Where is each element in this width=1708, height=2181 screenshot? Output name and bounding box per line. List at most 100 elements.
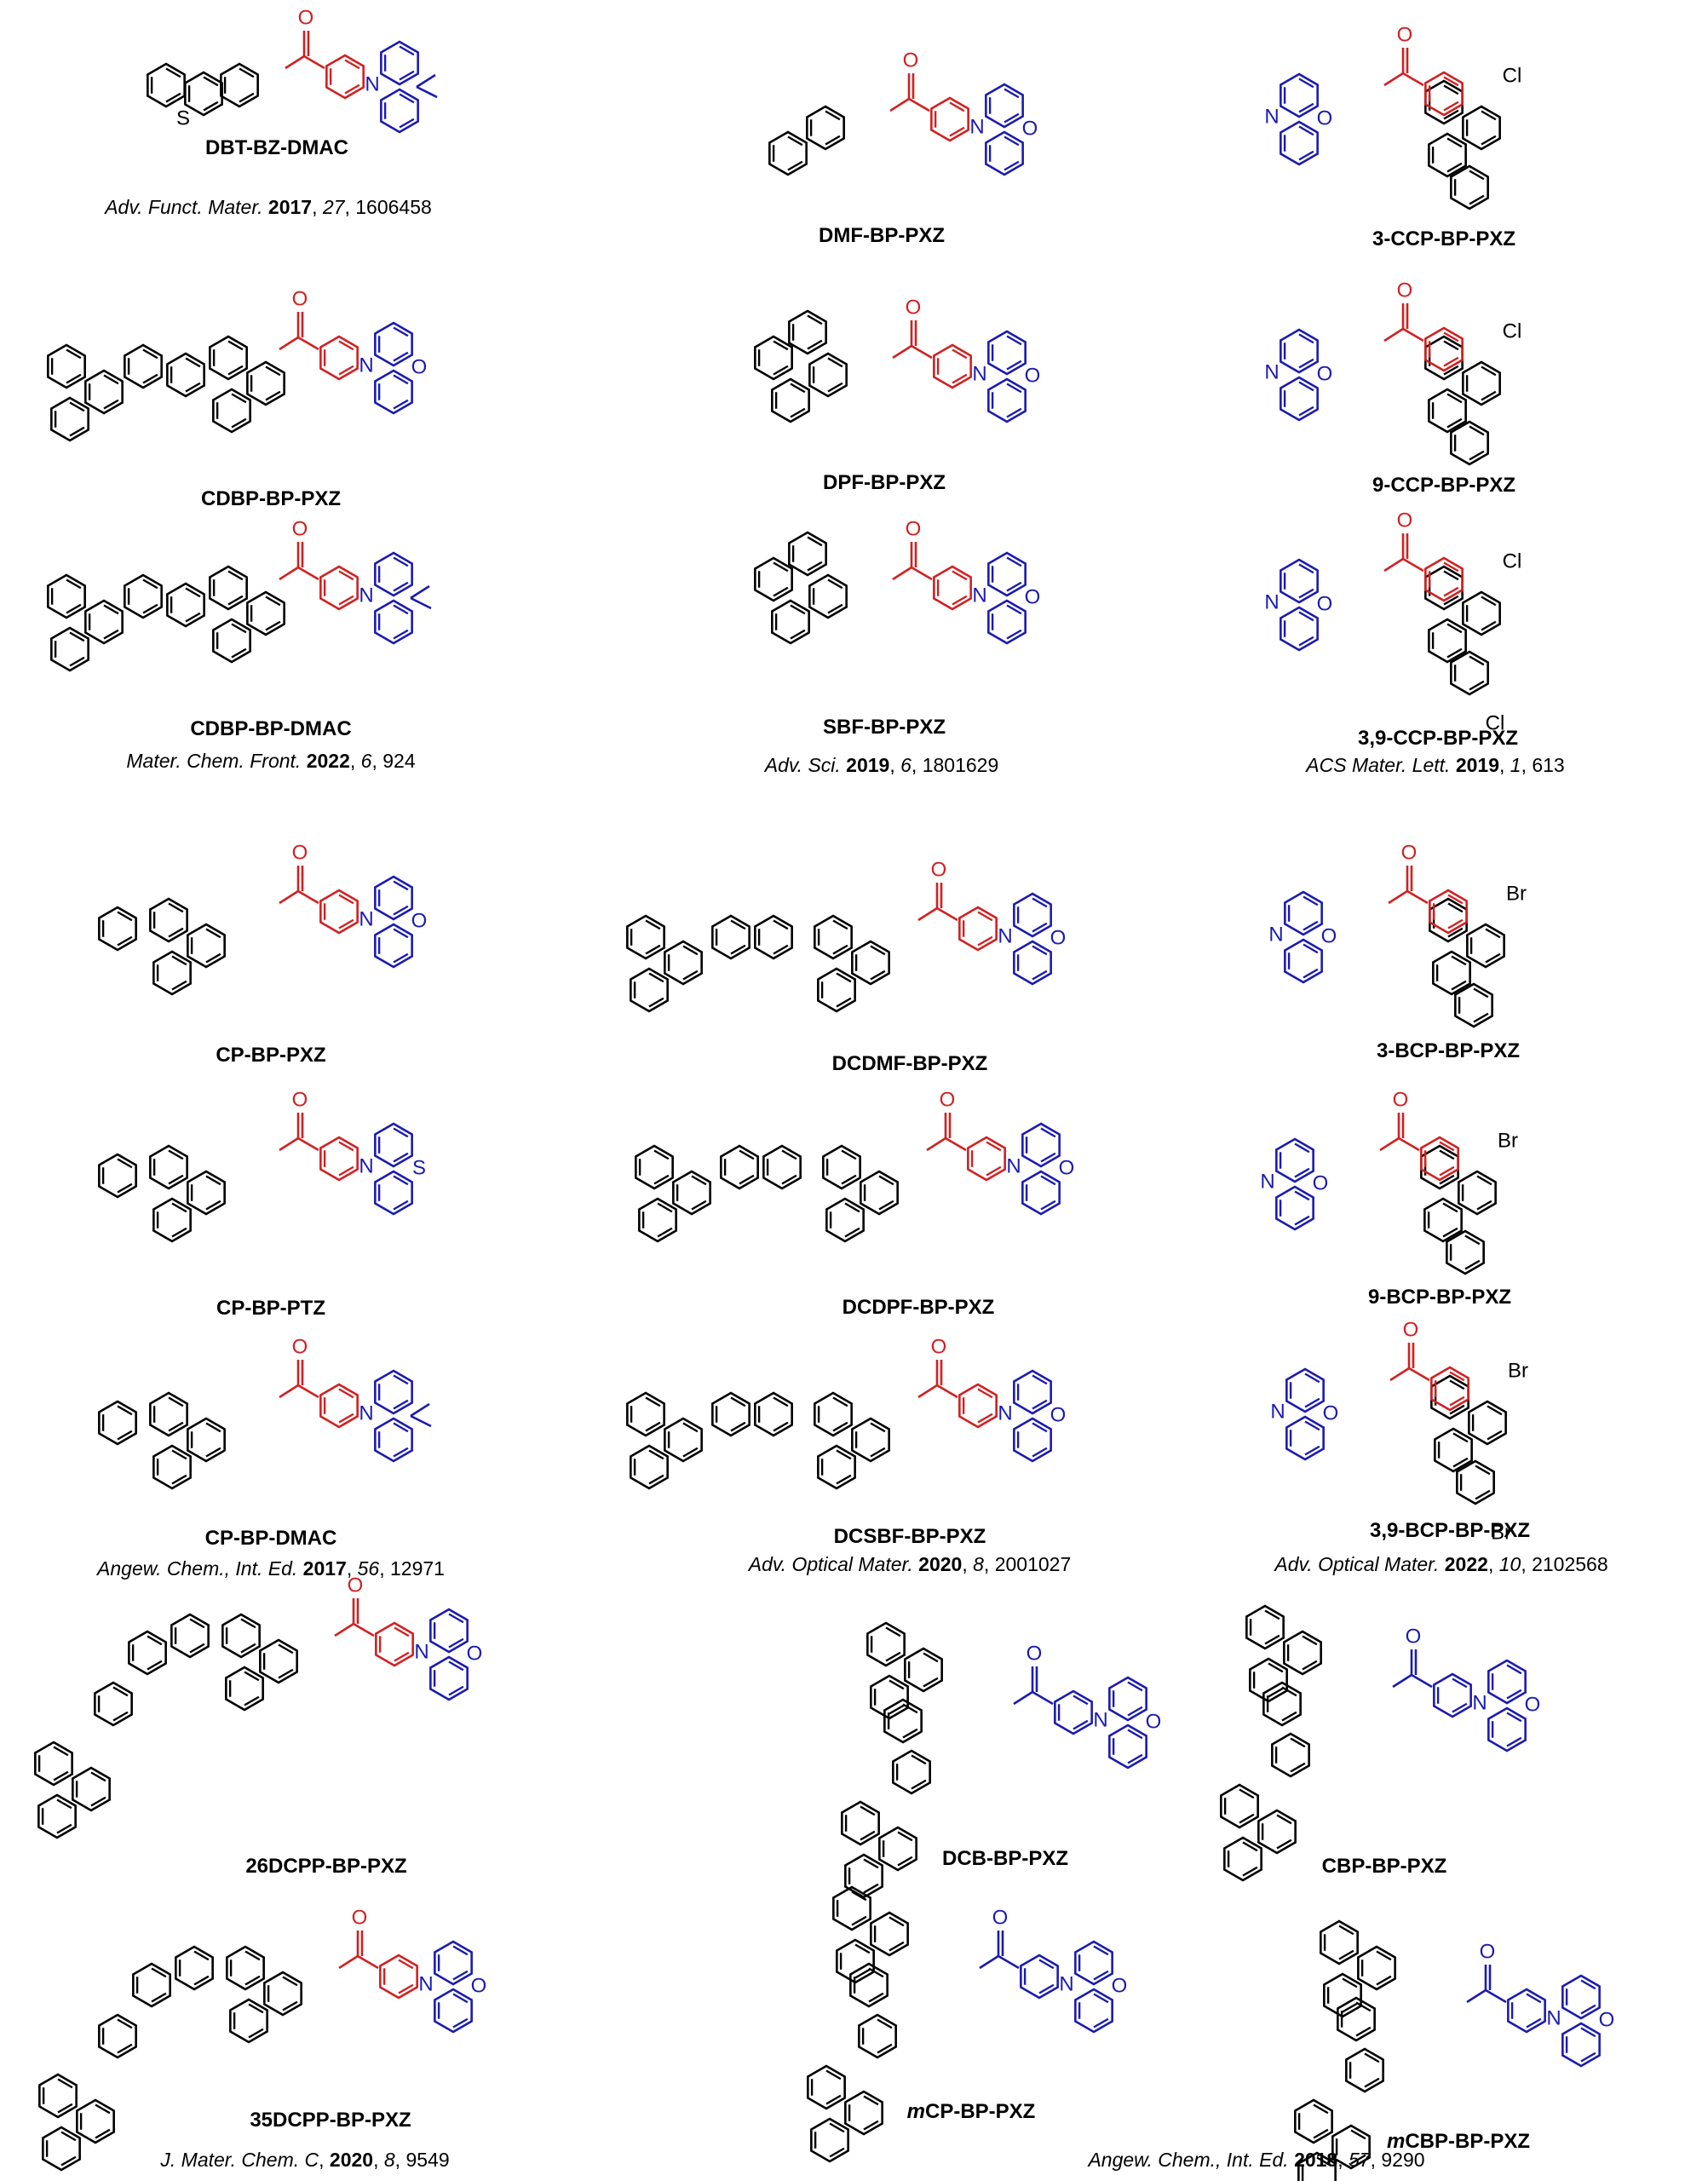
double-bond xyxy=(1449,1404,1465,1415)
double-bond xyxy=(227,365,244,376)
double-bond xyxy=(1443,570,1459,581)
double-bond xyxy=(1294,1215,1310,1226)
double-bond xyxy=(1452,1677,1468,1689)
double-bond xyxy=(1469,425,1485,436)
double-bond xyxy=(1302,1660,1318,1671)
benzene-ring xyxy=(379,1954,418,2000)
double-bond xyxy=(682,945,699,956)
double-bond xyxy=(682,970,699,981)
atom-label: Cl xyxy=(1503,319,1522,342)
double-bond xyxy=(1446,137,1463,148)
double-bond xyxy=(1443,331,1459,342)
year: 2019 xyxy=(846,754,890,776)
benzene-ring xyxy=(987,330,1027,376)
double-bond xyxy=(885,1651,901,1662)
benzene-ring xyxy=(1446,1229,1485,1275)
bond xyxy=(1383,72,1404,87)
benzene-ring xyxy=(149,1144,188,1190)
double-bond xyxy=(1580,2004,1596,2015)
benzene-ring xyxy=(630,967,669,1013)
atom-label: O xyxy=(931,858,947,881)
benzene-ring xyxy=(1271,1732,1310,1778)
double-bond xyxy=(147,1660,163,1671)
double-bond xyxy=(1475,1465,1491,1476)
benzene-ring xyxy=(375,1621,414,1667)
double-bond xyxy=(393,1200,409,1211)
double-bond xyxy=(151,1992,167,2003)
compound-label: 3,9-CCP-BP-PXZ xyxy=(1357,727,1519,750)
double-bond xyxy=(691,1175,707,1186)
compound-label: CDBP-BP-DMAC xyxy=(190,717,352,740)
benzene-ring xyxy=(1074,1940,1113,1986)
atom-label: Br xyxy=(1498,1129,1518,1152)
reference-citation: Adv. Funct. Mater. 2017, 27, 1606458 xyxy=(105,196,432,218)
double-bond xyxy=(117,1405,133,1416)
double-bond xyxy=(1580,2052,1596,2063)
benzene-ring xyxy=(42,2126,81,2172)
atom-label: N xyxy=(359,1154,373,1177)
double-bond xyxy=(1469,450,1485,461)
double-bond xyxy=(1298,611,1314,622)
atom-label: O xyxy=(1317,362,1333,385)
double-bond xyxy=(836,972,852,983)
double-bond xyxy=(1006,407,1022,418)
bond xyxy=(410,1414,432,1428)
double-bond xyxy=(1451,955,1467,966)
double-bond xyxy=(1268,1687,1284,1698)
benzene-ring xyxy=(664,940,703,986)
bond xyxy=(279,889,299,905)
double-bond xyxy=(1443,340,1459,351)
double-bond xyxy=(1004,88,1020,99)
double-bond xyxy=(1006,581,1022,592)
compound-label: 3,9-BCP-BP-PXZ xyxy=(1369,1519,1531,1542)
benzene-ring xyxy=(429,1655,469,1701)
double-bond xyxy=(860,1830,876,1841)
double-bond xyxy=(193,1950,210,1961)
double-bond xyxy=(825,2069,842,2080)
double-bond xyxy=(1040,1152,1056,1163)
double-bond xyxy=(645,1421,661,1432)
compound-label: DCSBF-BP-PXZ xyxy=(833,1525,986,1548)
benzene-ring xyxy=(933,343,972,389)
benzene-ring xyxy=(1337,1996,1376,2042)
compound-label: 3-CCP-BP-PXZ xyxy=(1372,227,1516,250)
bond xyxy=(1379,1137,1400,1152)
benzene-ring xyxy=(374,369,413,415)
benzene-ring xyxy=(84,369,124,415)
double-bond xyxy=(56,1823,72,1834)
atom-label: N xyxy=(359,1401,373,1424)
year: 2018 xyxy=(1294,2149,1338,2171)
double-bond xyxy=(923,1652,939,1663)
benzene-ring xyxy=(1432,950,1471,996)
double-bond xyxy=(1004,135,1020,147)
double-bond xyxy=(827,357,843,368)
benzene-ring xyxy=(1294,2098,1333,2144)
bond xyxy=(1402,72,1424,87)
benzene-ring xyxy=(319,1136,359,1182)
double-bond xyxy=(1473,1012,1489,1023)
double-bond xyxy=(265,390,281,401)
double-bond xyxy=(1342,2002,1358,2013)
atom-label: O xyxy=(1025,364,1041,387)
double-bond xyxy=(1452,1432,1469,1443)
double-bond xyxy=(1364,2077,1380,2088)
double-bond xyxy=(1485,928,1501,939)
atom-label: O xyxy=(1313,1171,1329,1194)
double-bond xyxy=(949,101,965,112)
benzene-ring xyxy=(987,377,1027,423)
double-bond xyxy=(1298,125,1314,136)
double-bond xyxy=(244,1975,261,1986)
double-bond xyxy=(1298,588,1314,599)
double-bond xyxy=(231,393,247,404)
double-bond xyxy=(168,927,184,938)
double-bond xyxy=(1443,356,1459,367)
benzene-ring xyxy=(788,531,827,577)
double-bond xyxy=(1443,595,1459,606)
benzene-ring xyxy=(152,950,192,996)
journal: J. Mater. Chem. C xyxy=(160,2149,319,2171)
double-bond xyxy=(1469,680,1485,691)
benzene-ring xyxy=(50,626,89,672)
